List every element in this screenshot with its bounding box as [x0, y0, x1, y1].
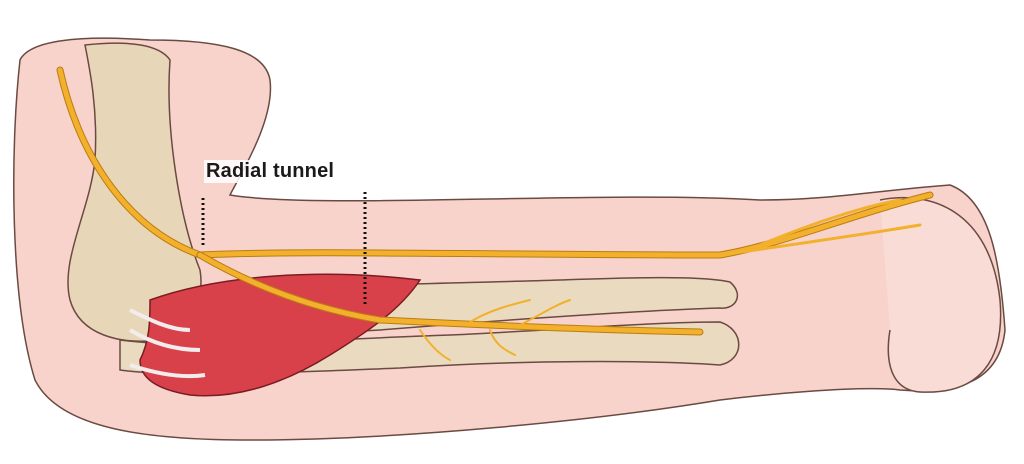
radial-nerve: [56, 66, 934, 361]
radial-tunnel-label: Radial tunnel: [204, 160, 337, 183]
radial-tunnel-markers: [201, 192, 367, 305]
supinator-muscle: [128, 273, 422, 397]
